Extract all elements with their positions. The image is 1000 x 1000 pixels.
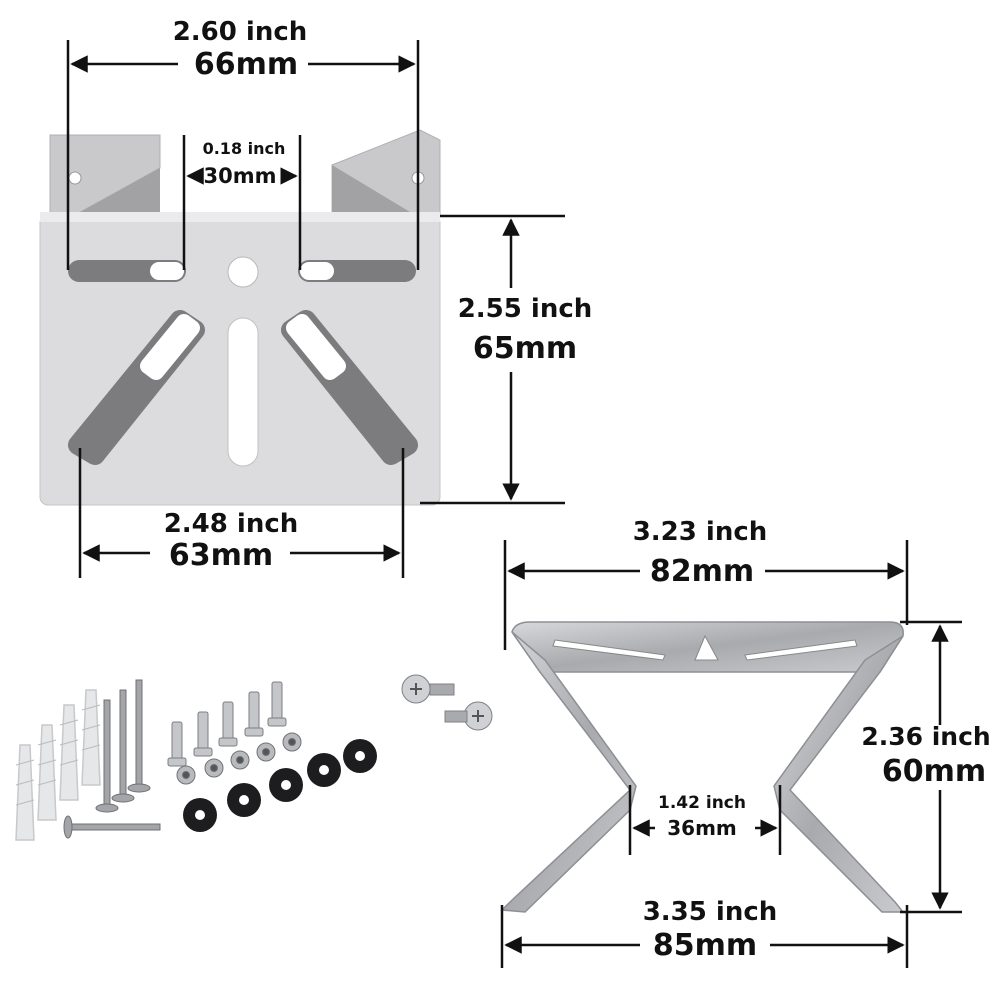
side-bracket-right-arm [773, 635, 905, 913]
slot-gap-inch: 0.18 inch [203, 139, 286, 158]
side-height-inch: 2.36 inch [861, 722, 990, 751]
side-inner-width-inch: 1.42 inch [658, 793, 746, 813]
slot-gap-mm: 30mm [204, 164, 277, 188]
left-back-tab-shade [75, 168, 160, 215]
hardware-kit [15, 674, 493, 841]
top-width-inch: 2.60 inch [173, 17, 308, 47]
top-left-slot-light [150, 262, 184, 280]
side-dimension-lines [500, 540, 962, 968]
right-back-tab-shade [332, 165, 415, 215]
hex-bolt-icon [167, 681, 287, 767]
side-bracket-center-hole [694, 634, 719, 661]
hex-nut-icon [176, 732, 302, 785]
height-mm: 65mm [473, 331, 577, 366]
top-right-slot-light [300, 262, 334, 280]
bracket-top-lip [40, 212, 440, 222]
side-bracket [500, 621, 905, 913]
side-bracket-top-slot-left [552, 639, 666, 661]
wall-anchor-icon [15, 689, 101, 841]
side-height-mm: 60mm [882, 754, 986, 789]
top-width-mm: 66mm [194, 47, 298, 82]
side-bottom-width-mm: 85mm [653, 928, 757, 963]
left-diagonal-slot-highlight [140, 314, 200, 380]
left-tab-hole [68, 171, 82, 185]
height-inch: 2.55 inch [458, 294, 593, 324]
right-diagonal-slot-highlight [286, 314, 346, 380]
side-bottom-width-inch: 3.35 inch [643, 897, 778, 927]
front-dimension-lines [66, 40, 565, 578]
phillips-screw-icon [401, 674, 493, 731]
center-vertical-slot [227, 317, 259, 467]
rubber-washer-icon [183, 739, 377, 832]
side-bracket-top-slot-right [744, 639, 858, 661]
front-bracket [39, 129, 441, 506]
bottom-width-inch: 2.48 inch [164, 509, 299, 539]
side-top-width-mm: 82mm [650, 554, 754, 589]
side-dimension-labels: 3.23 inch 82mm 2.36 inch 60mm 1.42 inch … [633, 517, 991, 963]
side-top-width-inch: 3.23 inch [633, 517, 768, 547]
side-bracket-left-arm [500, 631, 637, 913]
wood-screw-icon [63, 679, 161, 839]
front-dimension-labels: 2.60 inch 66mm 0.18 inch 30mm 2.55 inch … [164, 17, 593, 573]
side-inner-width-mm: 36mm [667, 816, 737, 840]
bottom-width-mm: 63mm [169, 538, 273, 573]
center-hole [227, 256, 259, 288]
